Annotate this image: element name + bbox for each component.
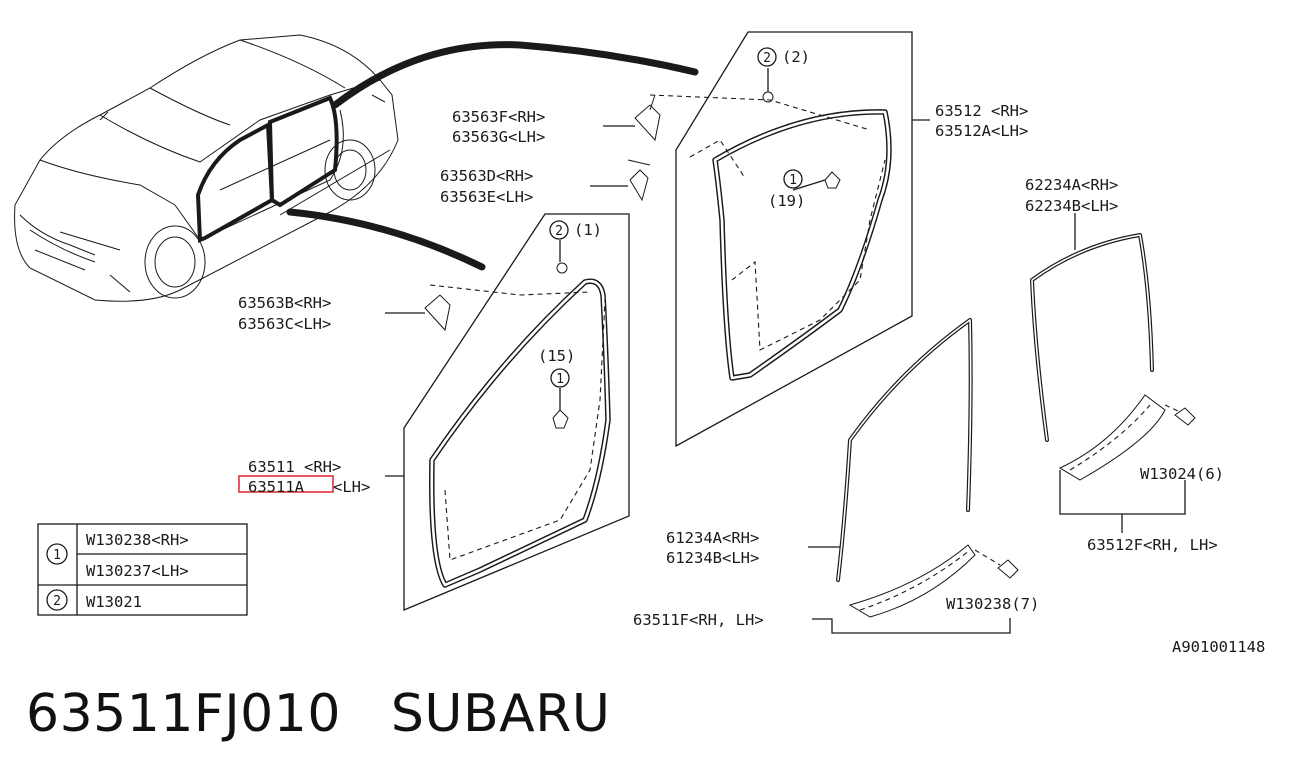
label-63512F: 63512F<RH, LH> <box>1087 536 1218 554</box>
label-63511A-side: <LH> <box>333 478 370 496</box>
part-caption: 63511FJ010 SUBARU <box>26 684 610 754</box>
part-number: 63511FJ010 <box>26 684 341 744</box>
callout-arrow-upper <box>331 41 699 109</box>
front-lower-seal <box>848 544 1019 618</box>
ref-marker-top-rear: 2 (2) <box>757 47 810 67</box>
svg-text:(2): (2) <box>782 48 810 66</box>
label-63563F: 63563F<RH> <box>452 108 545 126</box>
label-63563C: 63563C<LH> <box>238 315 331 333</box>
legend-row-2: W130237<LH> <box>86 562 189 580</box>
diagram-id: A901001148 <box>1172 638 1265 656</box>
front-door-panel-frame <box>403 213 630 611</box>
label-63512A: 63512A<LH> <box>935 122 1028 140</box>
clip-icon <box>762 91 841 189</box>
label-61234B: 61234B<LH> <box>666 549 759 567</box>
legend-symbol-2: 2 <box>53 594 61 609</box>
label-W13024: W13024(6) <box>1140 465 1224 483</box>
label-61234A: 61234A<RH> <box>666 529 759 547</box>
svg-text:2: 2 <box>763 51 771 66</box>
svg-text:2: 2 <box>555 224 563 239</box>
rear-door-panel-frame <box>675 31 913 448</box>
car-door-seals <box>195 95 339 243</box>
ref-marker-clip-front: (15) 1 <box>538 347 575 388</box>
label-63511[interactable]: 63511 <RH> <box>248 458 341 476</box>
label-63511F: 63511F<RH, LH> <box>633 611 764 629</box>
label-63563G: 63563G<LH> <box>452 128 545 146</box>
svg-text:(15): (15) <box>538 347 575 365</box>
front-window-channel <box>836 318 973 582</box>
parts-diagram: 2 (2) 2 (1) 1 (19) (15) 1 63563F<RH> 635… <box>14 31 1265 656</box>
svg-text:(1): (1) <box>574 221 602 239</box>
front-door-seal <box>429 278 611 588</box>
label-63563E: 63563E<LH> <box>440 188 533 206</box>
ref-marker-clip-rear: 1 (19) <box>768 169 805 210</box>
car-illustration <box>14 34 399 302</box>
highlight-box <box>238 475 334 493</box>
label-63512: 63512 <RH> <box>935 102 1028 120</box>
brand-name: SUBARU <box>390 684 611 744</box>
svg-text:(19): (19) <box>768 192 805 210</box>
fastener-legend-table: 1 W130238<RH> W130237<LH> 2 W13021 <box>37 523 248 616</box>
legend-row-1: W130238<RH> <box>86 531 189 549</box>
label-63511A-highlighted[interactable]: 63511A <box>248 478 305 496</box>
label-62234B: 62234B<LH> <box>1025 197 1118 215</box>
legend-row-3: W13021 <box>86 593 142 611</box>
corner-trim-parts <box>424 94 661 332</box>
rear-window-channel <box>1030 233 1154 442</box>
label-63563D: 63563D<RH> <box>440 167 533 185</box>
legend-symbol-1: 1 <box>53 548 61 563</box>
label-W130238: W130238(7) <box>946 595 1039 613</box>
svg-text:1: 1 <box>556 372 564 387</box>
label-63563B: 63563B<RH> <box>238 294 331 312</box>
label-62234A: 62234A<RH> <box>1025 176 1118 194</box>
svg-text:1: 1 <box>789 173 797 188</box>
rear-lower-seal <box>1058 394 1196 481</box>
leader-lines <box>385 68 1186 634</box>
rear-door-seal <box>649 94 892 381</box>
ref-marker-top-front: 2 (1) <box>549 220 602 240</box>
callout-arrow-lower <box>286 208 486 271</box>
clip-icon-front <box>552 262 569 429</box>
